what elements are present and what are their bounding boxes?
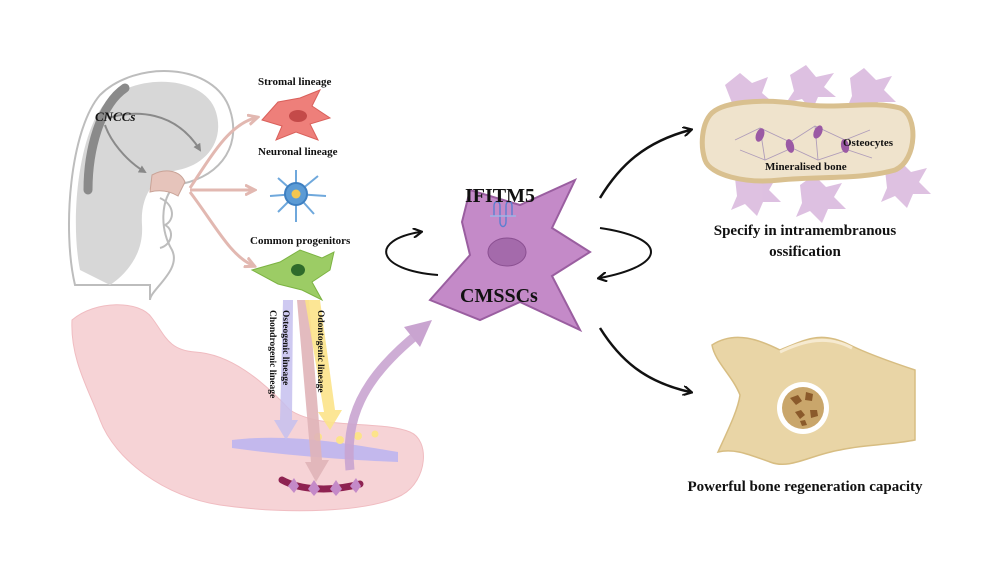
embryo-illustration: CNCCs [68,70,235,301]
cmsscs-label: CMSSCs [460,285,538,307]
common-progenitors-label: Common progenitors [250,235,351,247]
mineralised-bone-label: Mineralised bone [765,161,847,173]
cnccs-label: CNCCs [95,109,135,124]
ifitm5-receptor-icon [490,200,516,228]
arrow-to-intramembranous [598,130,690,199]
self-renewal-arrow-right [600,227,652,278]
stromal-lineage-label: Stromal lineage [258,76,332,88]
stromal-cell-icon [261,89,332,141]
cmssc-cell-illustration [428,177,592,333]
ifitm5-label: IFITM5 [465,185,535,207]
progenitor-cell-icon [250,249,335,302]
lineage-beams: Chondrogenic lineage Osteogenic lineage … [267,300,432,482]
self-renewal-arrow-left [385,232,439,276]
osteocytes-label: Osteocytes [843,137,894,149]
odontogenic-lineage-label: Odontogenic lineage [315,310,325,393]
bone-fragment-illustration [711,336,916,466]
regeneration-title: Powerful bone regeneration capacity [687,479,923,495]
lineage-arrows [188,118,255,265]
intramembranous-title-line2: ossification [769,244,841,260]
chondrogenic-lineage-label: Chondrogenic lineage [267,310,277,398]
mandible-illustration [71,304,424,512]
intramembranous-title-line1: Specify in intramembranous [714,223,897,239]
neuronal-lineage-label: Neuronal lineage [258,146,338,158]
mineralised-bone-illustration: Osteocytes Mineralised bone [699,65,931,223]
osteogenic-lineage-label: Osteogenic lineage [280,310,290,385]
neuronal-cell-icon [269,170,327,222]
arrow-to-regeneration [598,327,690,392]
